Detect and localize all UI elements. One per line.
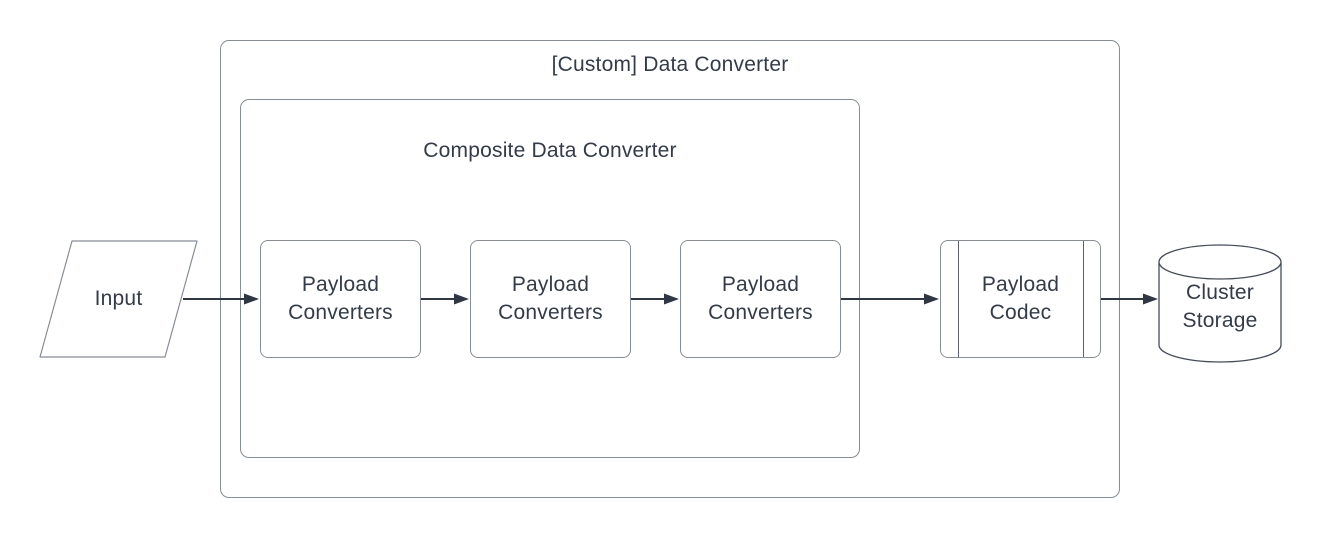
input-label: Input (94, 287, 143, 310)
node-payload-converters-3: Payload Converters (680, 240, 841, 358)
node-payload-converters-1-label: Payload Converters (288, 273, 393, 324)
group-custom-data-converter-label: [Custom] Data Converter (551, 53, 789, 76)
node-payload-codec-label: Payload Codec (981, 273, 1060, 324)
node-payload-converters-3-label: Payload Converters (708, 273, 813, 324)
cluster-storage-label-text: Cluster Storage (1182, 281, 1258, 332)
node-payload-codec: Payload Codec (940, 240, 1101, 358)
node-payload-converters-2-label: Payload Converters (498, 273, 603, 324)
payload-codec-right-line (1083, 241, 1084, 357)
node-payload-converters-1: Payload Converters (260, 240, 421, 358)
group-composite-data-converter: Composite Data Converter (240, 99, 860, 458)
cluster-storage-label: Cluster Storage (1159, 254, 1281, 360)
group-custom-data-converter: [Custom] Data Converter (220, 40, 1120, 498)
payload-codec-left-line (958, 241, 959, 357)
node-payload-converters-2: Payload Converters (470, 240, 631, 358)
group-composite-data-converter-label: Composite Data Converter (423, 139, 677, 162)
